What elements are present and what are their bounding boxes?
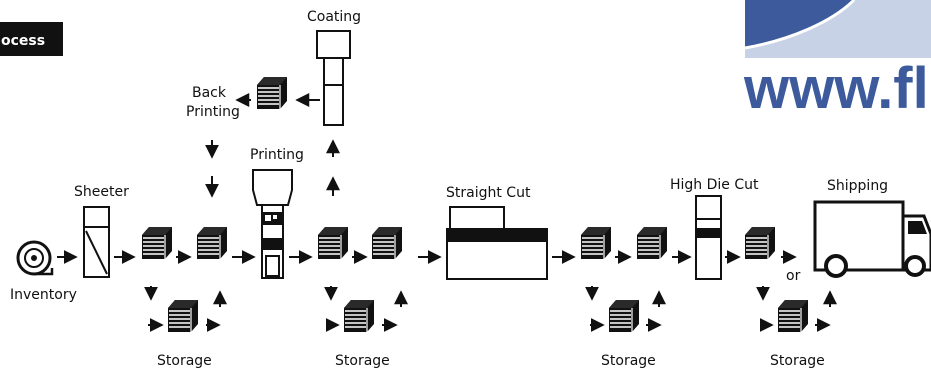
back-printing-stack-icon bbox=[256, 76, 288, 110]
storage-stack-icon bbox=[343, 299, 375, 333]
sheet-stack-icon bbox=[580, 226, 612, 260]
sheet-stack-icon bbox=[141, 226, 173, 260]
label-storage-4: Storage bbox=[770, 353, 825, 369]
label-back-printing-1: Back bbox=[192, 85, 227, 101]
sheeter-machine bbox=[83, 206, 110, 278]
printing-press-machine bbox=[252, 169, 293, 279]
straight-cut-machine bbox=[446, 206, 548, 280]
high-die-cut-machine bbox=[695, 195, 722, 280]
storage-stack-icon bbox=[777, 299, 809, 333]
label-straight-cut: Straight Cut bbox=[446, 185, 531, 201]
logo-url: www.flex bbox=[743, 56, 931, 121]
label-shipping: Shipping bbox=[827, 178, 888, 194]
sheet-stack-icon bbox=[744, 226, 776, 260]
flow-arrows bbox=[57, 93, 837, 332]
label-printing: Printing bbox=[250, 147, 304, 163]
sheet-stack-icon bbox=[636, 226, 668, 260]
label-or: or bbox=[786, 268, 801, 284]
label-storage-3: Storage bbox=[601, 353, 656, 369]
header-title: ocess bbox=[1, 33, 45, 49]
label-high-die-cut: High Die Cut bbox=[670, 177, 759, 193]
label-sheeter: Sheeter bbox=[74, 184, 129, 200]
sheet-stack-icon bbox=[196, 226, 228, 260]
label-back-printing-2: Printing bbox=[186, 104, 240, 120]
label-coating: Coating bbox=[307, 9, 361, 25]
sheet-stack-icon bbox=[317, 226, 349, 260]
label-inventory: Inventory bbox=[10, 287, 77, 303]
storage-stack-icon bbox=[167, 299, 199, 333]
header-title-box: ocess bbox=[0, 22, 63, 56]
logo: www.flex bbox=[743, 0, 931, 121]
label-storage-1: Storage bbox=[157, 353, 212, 369]
label-storage-2: Storage bbox=[335, 353, 390, 369]
inventory-roll-icon bbox=[16, 240, 54, 276]
storage-stack-icon bbox=[608, 299, 640, 333]
shipping-truck-icon bbox=[813, 200, 931, 278]
sheet-stack-icon bbox=[371, 226, 403, 260]
coating-machine bbox=[316, 30, 351, 126]
